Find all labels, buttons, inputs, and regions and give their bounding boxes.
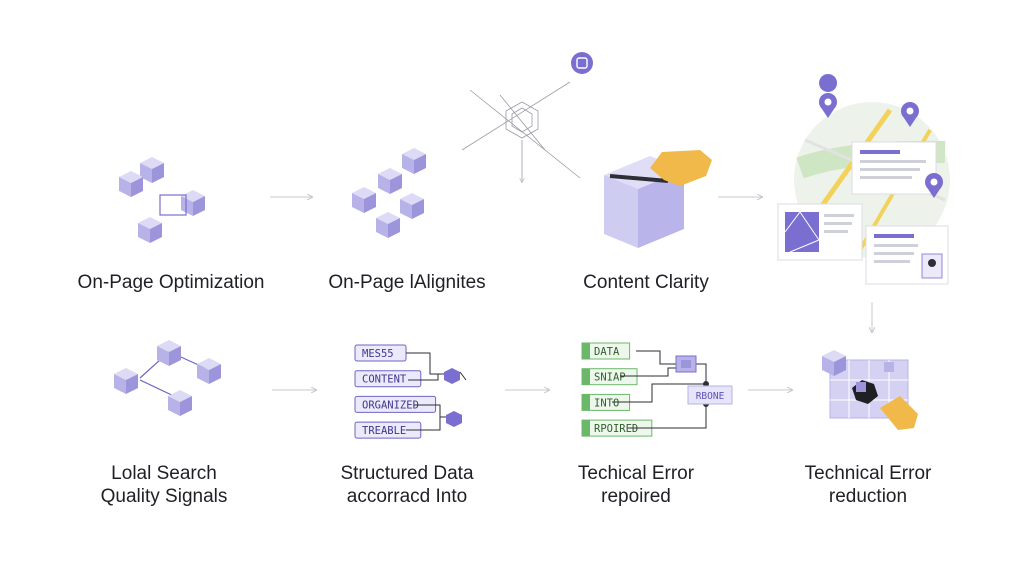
on-page-alignites-cubes-icon	[352, 148, 426, 238]
technical-error-circuit	[612, 350, 709, 429]
svg-text:RBONE: RBONE	[696, 391, 725, 402]
content-box-icon	[604, 150, 712, 248]
connector-arrows-top	[270, 197, 872, 332]
error-tag-2: INTO	[581, 393, 631, 411]
structured-tag-0: MES55	[354, 344, 407, 362]
structured-tag-2: ORGANIZED	[354, 395, 437, 413]
error-tag-0: DATA	[581, 342, 631, 360]
svg-text:DATA: DATA	[594, 346, 620, 358]
technical-error-tags: DATA SNIAP INTO RPOIRED	[581, 342, 653, 437]
map-pin-icon	[819, 74, 943, 198]
quality-signals-network-icon	[114, 340, 221, 416]
structured-data-connectors	[406, 352, 467, 431]
on-page-optimization-cubes-icon	[119, 157, 205, 243]
svg-text:TREABLE: TREABLE	[362, 425, 406, 437]
network-node-icon	[571, 52, 593, 74]
error-tag-1: SNIAP	[581, 368, 638, 386]
error-reduction-grid-icon	[822, 350, 918, 430]
local-map-icon	[777, 102, 950, 285]
caption-on-page-alignites: On-Page lAlignites	[328, 272, 486, 293]
hand-cursor-icon	[880, 396, 918, 430]
svg-text:CONTENT: CONTENT	[362, 374, 407, 386]
error-tag-3: RPOIRED	[581, 419, 653, 437]
svg-text:INTO: INTO	[594, 397, 619, 409]
error-hub-chip: RBONE	[687, 385, 733, 405]
svg-text:RPOIRED: RPOIRED	[594, 423, 638, 435]
svg-text:ORGANIZED: ORGANIZED	[362, 399, 419, 411]
hand-icon	[650, 150, 712, 186]
svg-text:SNIAP: SNIAP	[594, 372, 626, 384]
network-hexagon-icon	[461, 81, 581, 182]
caption-on-page-optimization: On-Page Optimization	[77, 272, 265, 293]
structured-tag-1: CONTENT	[354, 370, 422, 388]
svg-text:MES55: MES55	[362, 348, 394, 360]
caption-content-clarity: Content Clarity	[583, 272, 709, 293]
structured-tag-3: TREABLE	[354, 421, 422, 439]
